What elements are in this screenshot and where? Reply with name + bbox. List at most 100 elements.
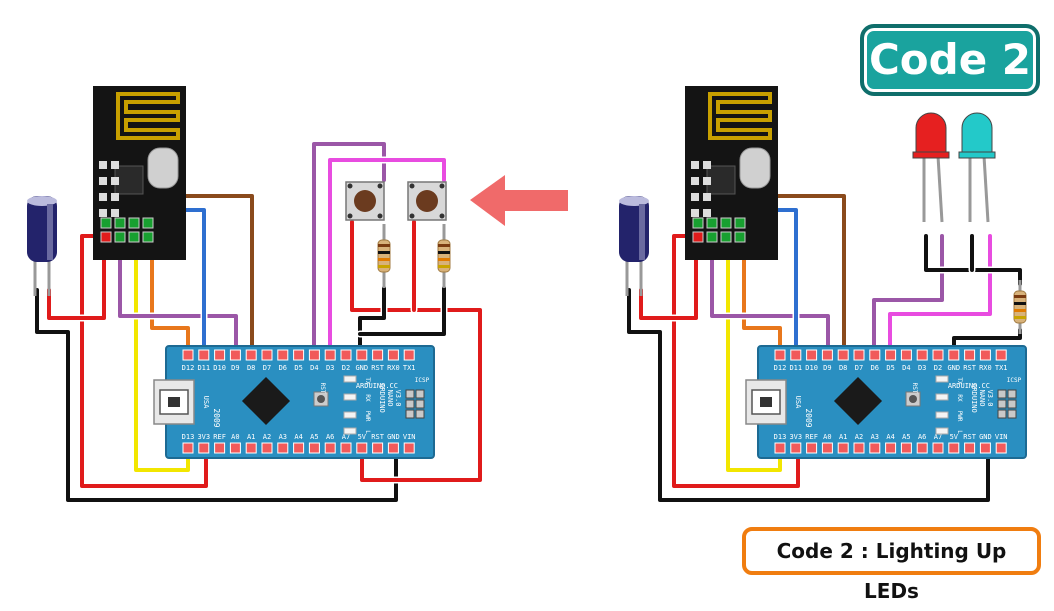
pin-hole <box>198 349 210 361</box>
pin-hole <box>806 349 818 361</box>
nano-label: NANO <box>978 390 986 407</box>
pin-hole <box>821 442 833 454</box>
rst-label: RST <box>911 383 918 394</box>
pin-hole <box>932 349 944 361</box>
pin-label: GND <box>387 433 400 441</box>
pin-label: A3 <box>871 433 879 441</box>
purple-wire <box>710 234 830 354</box>
rst-label: RST <box>319 383 326 394</box>
pin-label: 3V3 <box>197 433 210 441</box>
pin-hole <box>948 442 960 454</box>
radio-pin <box>706 217 718 229</box>
smd-part <box>111 193 119 201</box>
pin-label: D3 <box>918 364 926 372</box>
orange-wire <box>742 234 782 354</box>
pin-hole <box>774 442 786 454</box>
pin-hole <box>932 442 944 454</box>
black-wire <box>358 286 386 354</box>
pin-label: RX0 <box>387 364 400 372</box>
board-led <box>343 393 357 401</box>
tx-label: TX <box>956 377 963 385</box>
smd-part <box>691 177 699 185</box>
pin-hole <box>324 442 336 454</box>
l-label: L <box>364 430 371 434</box>
pin-label: REF <box>805 433 818 441</box>
led-icon <box>958 112 996 223</box>
push-button-icon <box>345 181 385 221</box>
pin-label: GND <box>979 433 992 441</box>
pin-label: RST <box>963 433 976 441</box>
radio-pin <box>692 231 704 243</box>
crystal <box>147 147 179 189</box>
board-led <box>935 393 949 401</box>
pin-hole <box>182 349 194 361</box>
pin-label: A4 <box>294 433 302 441</box>
smd-part <box>111 209 119 217</box>
smd-part <box>99 177 107 185</box>
pin-label: RST <box>371 364 384 372</box>
board-led <box>343 427 357 435</box>
pin-label: GND <box>355 364 368 372</box>
capacitor-icon <box>619 196 649 296</box>
black-wire <box>358 286 446 336</box>
pin-hole <box>372 442 384 454</box>
pin-label: A7 <box>342 433 350 441</box>
pin-label: D9 <box>823 364 831 372</box>
smd-part <box>703 193 711 201</box>
chip-icon <box>241 376 291 426</box>
yellow-wire <box>726 234 782 472</box>
tx-label: TX <box>364 377 371 385</box>
icsp-header <box>997 389 1017 419</box>
pin-hole <box>293 349 305 361</box>
radio-pin <box>734 217 746 229</box>
pin-label: 3V3 <box>789 433 802 441</box>
pin-label: D2 <box>934 364 942 372</box>
pin-hole <box>885 442 897 454</box>
pin-hole <box>916 442 928 454</box>
magenta-wire <box>328 158 446 354</box>
pwr-label: PWR <box>364 411 371 422</box>
pin-label: D4 <box>310 364 318 372</box>
purple-wire <box>118 234 238 354</box>
pin-hole <box>995 442 1007 454</box>
pin-hole <box>356 349 368 361</box>
pin-hole <box>403 349 415 361</box>
code-badge: Code 2 <box>860 24 1040 96</box>
antenna-trace <box>708 92 772 140</box>
pin-label: RST <box>963 364 976 372</box>
pin-hole <box>372 349 384 361</box>
radio-pin <box>128 217 140 229</box>
pin-hole <box>916 349 928 361</box>
radio-pin <box>100 217 112 229</box>
pin-label: A0 <box>231 433 239 441</box>
smd-part <box>99 209 107 217</box>
pin-hole <box>277 349 289 361</box>
pin-label: D11 <box>197 364 210 372</box>
pin-hole <box>964 442 976 454</box>
board-led <box>935 375 949 383</box>
radio-pin <box>720 231 732 243</box>
radio-chip <box>114 165 144 195</box>
smd-part <box>111 177 119 185</box>
pin-label: D9 <box>231 364 239 372</box>
black-wire <box>35 288 398 502</box>
smd-part <box>691 193 699 201</box>
pin-label: D12 <box>774 364 787 372</box>
pin-label: D6 <box>871 364 879 372</box>
board-led <box>343 375 357 383</box>
pin-hole <box>821 349 833 361</box>
usb-label: USA <box>202 396 210 409</box>
pin-label: D10 <box>805 364 818 372</box>
pin-label: TX1 <box>403 364 416 372</box>
radio-pin <box>100 231 112 243</box>
pin-hole <box>340 349 352 361</box>
pin-hole <box>387 442 399 454</box>
pin-hole <box>964 349 976 361</box>
version-label: V3.0 <box>394 390 402 407</box>
pin-label: D3 <box>326 364 334 372</box>
icsp-label: ICSP <box>1007 377 1022 384</box>
